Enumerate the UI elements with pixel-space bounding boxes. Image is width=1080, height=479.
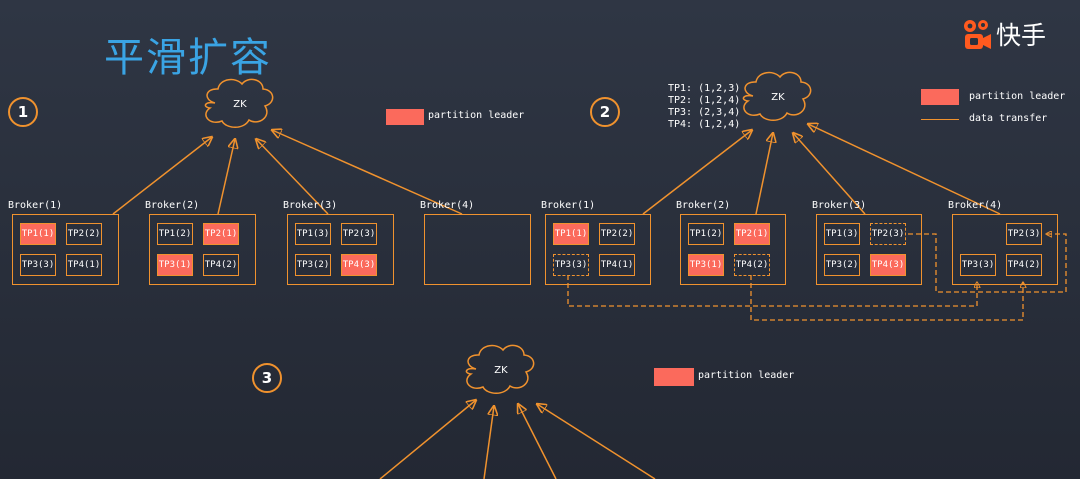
arrow-s2-b3 (793, 133, 866, 215)
partition-cell: TP2(3) (1006, 223, 1042, 245)
partition-cell-moving: TP4(2) (734, 254, 770, 276)
legend-leader-text-3: partition leader (698, 370, 795, 381)
partition-cell: TP1(2) (157, 223, 193, 245)
partition-cell: TP1(3) (295, 223, 331, 245)
partition-cell: TP3(1) (688, 254, 724, 276)
tp-assignment: TP4: (1,2,4) (668, 119, 741, 130)
partition-cell: TP4(2) (203, 254, 239, 276)
legend-leader-text-2: partition leader (969, 91, 1066, 102)
broker-s1-2: TP1(2) TP2(1) TP3(1) TP4(2) (149, 214, 256, 285)
broker-label: Broker(1) (541, 200, 596, 211)
partition-cell: TP1(1) (20, 223, 56, 245)
partition-cell-moving: TP3(3) (553, 254, 589, 276)
broker-s2-2: TP1(2) TP2(1) TP3(1) TP4(2) (680, 214, 786, 285)
legend-transfer-line (921, 119, 959, 120)
arrow-s1-b4 (272, 130, 463, 215)
arrow-s2-b4 (808, 124, 1001, 215)
broker-label: Broker(3) (812, 200, 867, 211)
broker-s1-3: TP1(3) TP2(3) TP3(2) TP4(3) (287, 214, 394, 285)
broker-label: Broker(2) (145, 200, 200, 211)
partition-cell: TP1(2) (688, 223, 724, 245)
tp-assignment: TP3: (2,3,4) (668, 107, 741, 118)
tp-assignment-list: TP1: (1,2,3)TP2: (1,2,4)TP3: (2,3,4)TP4:… (668, 83, 740, 131)
arrow-s1-b1 (112, 137, 212, 215)
broker-s2-4: TP2(3) TP3(3) TP4(2) (952, 214, 1058, 285)
partition-cell: TP3(2) (295, 254, 331, 276)
arrow-s3-c (518, 404, 557, 479)
partition-cell: TP4(1) (66, 254, 102, 276)
partition-cell: TP4(3) (341, 254, 377, 276)
kuaishou-logo: 快手 (962, 16, 1046, 52)
partition-cell: TP4(3) (870, 254, 906, 276)
zk-cloud-1 (204, 78, 274, 128)
zk-node-1: ZK (202, 78, 278, 130)
legend-leader-swatch-2 (921, 89, 959, 105)
step-number-2: 2 (590, 97, 620, 127)
partition-cell: TP3(1) (157, 254, 193, 276)
partition-cell: TP3(3) (960, 254, 996, 276)
zk-label: ZK (233, 98, 247, 110)
zk-cloud-2 (742, 71, 812, 121)
partition-cell: TP2(1) (734, 223, 770, 245)
arrow-s2-b1 (642, 130, 752, 215)
partition-cell: TP2(1) (203, 223, 239, 245)
tp-assignment: TP2: (1,2,4) (668, 95, 741, 106)
zk-label: ZK (494, 364, 508, 376)
legend-leader-text-1: partition leader (428, 110, 525, 121)
broker-label: Broker(2) (676, 200, 731, 211)
legend-leader-swatch-3 (654, 368, 694, 386)
broker-label: Broker(4) (420, 200, 475, 211)
legend-transfer-text: data transfer (969, 113, 1048, 124)
partition-cell: TP4(2) (1006, 254, 1042, 276)
arrow-s1-b3 (256, 139, 329, 215)
partition-cell-moving: TP2(3) (870, 223, 906, 245)
data-transfer-paths (567, 234, 1067, 321)
zk-cloud-3 (465, 344, 535, 394)
broker-label: Broker(4) (948, 200, 1003, 211)
arrow-s3-b (483, 406, 494, 479)
legend-leader-swatch-1 (386, 109, 424, 125)
step-number-3: 3 (252, 363, 282, 393)
broker-label: Broker(3) (283, 200, 338, 211)
broker-label: Broker(1) (8, 200, 63, 211)
zk-node-2: ZK (740, 71, 816, 123)
logo-text: 快手 (996, 21, 1047, 50)
broker-s1-1: TP1(1) TP2(2) TP3(3) TP4(1) (12, 214, 119, 285)
tp-assignment: TP1: (1,2,3) (668, 83, 741, 94)
zk-label: ZK (771, 91, 785, 103)
arrow-s3-d (537, 404, 656, 479)
page-title: 平滑扩容 (104, 35, 272, 81)
partition-cell: TP4(1) (599, 254, 635, 276)
arrow-s2-b2 (755, 133, 773, 215)
partition-cell: TP2(3) (341, 223, 377, 245)
partition-cell: TP2(2) (66, 223, 102, 245)
partition-cell: TP1(3) (824, 223, 860, 245)
broker-s2-1: TP1(1) TP2(2) TP3(3) TP4(1) (545, 214, 651, 285)
arrow-s3-a (379, 400, 476, 479)
arrow-s1-b2 (217, 139, 235, 215)
partition-cell: TP3(3) (20, 254, 56, 276)
kuaishou-camera-icon (964, 20, 991, 49)
zk-node-3: ZK (463, 344, 539, 396)
step-number-1: 1 (8, 97, 38, 127)
broker-s1-4 (424, 214, 531, 285)
partition-cell: TP2(2) (599, 223, 635, 245)
partition-cell: TP3(2) (824, 254, 860, 276)
broker-s2-3: TP1(3) TP2(3) TP3(2) TP4(3) (816, 214, 922, 285)
partition-cell: TP1(1) (553, 223, 589, 245)
